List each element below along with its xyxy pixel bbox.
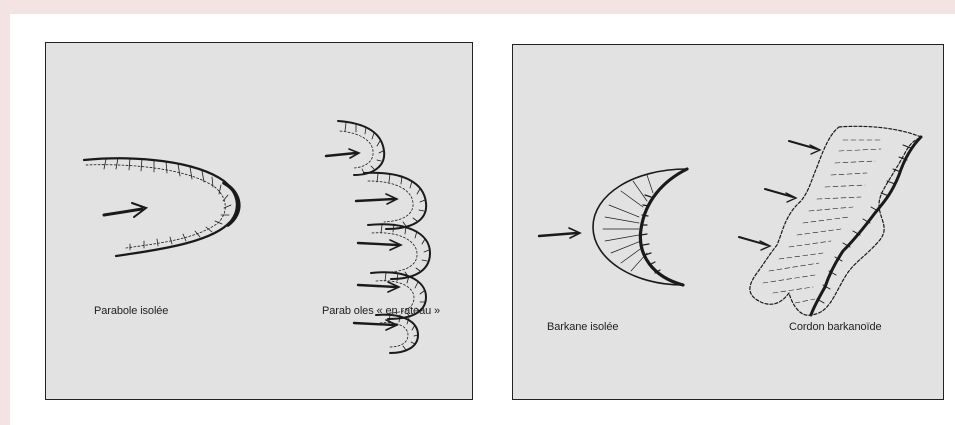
- figure-sheet: Parabole isolée Parab oles « en rateau »: [10, 14, 955, 425]
- isolated-parabola-dune: [84, 158, 239, 256]
- caption-isolated-parabola: Parabole isolée: [94, 305, 168, 317]
- isolated-barchan-dune: [539, 169, 687, 285]
- parabolic-dunes-drawing: [46, 43, 474, 401]
- barchanoid-ridge-dune: [739, 126, 921, 315]
- barchan-dunes-drawing: [513, 45, 945, 401]
- caption-barchanoid-ridge: Cordon barkanoïde: [789, 321, 881, 333]
- caption-rake-parabolas: Parab oles « en rateau »: [322, 305, 440, 317]
- parabolic-dunes-panel: Parabole isolée Parab oles « en rateau »: [45, 42, 473, 400]
- caption-isolated-barchan: Barkane isolée: [547, 321, 618, 333]
- barchan-dunes-panel: Barkane isolée Cordon barkanoïde: [512, 44, 944, 400]
- rake-parabolas-dunes: [326, 121, 430, 353]
